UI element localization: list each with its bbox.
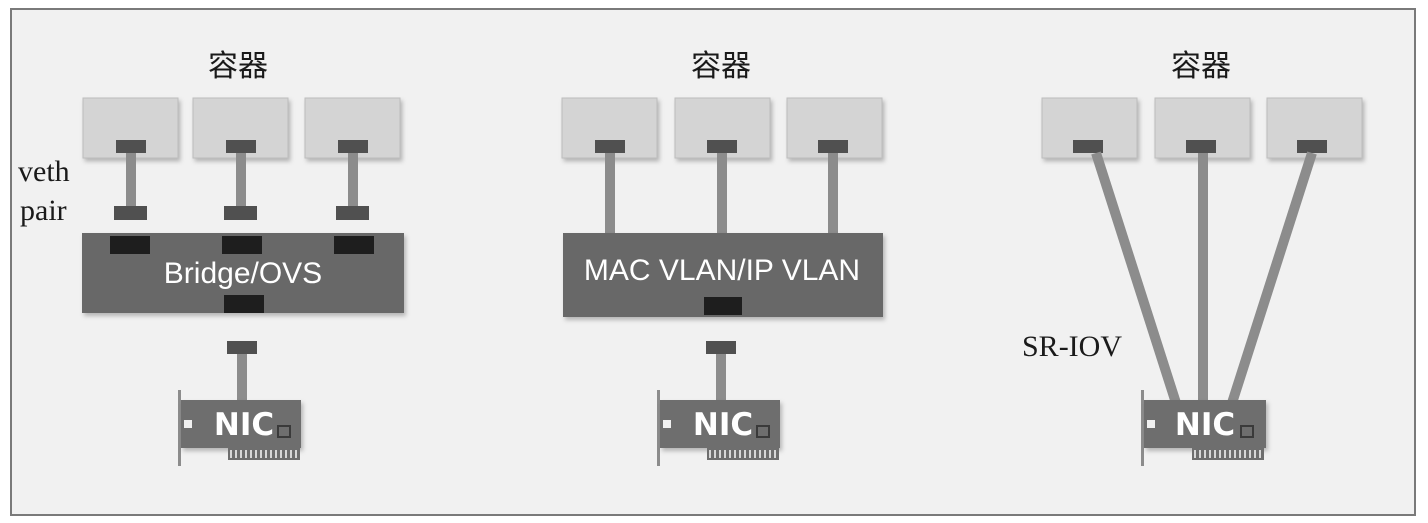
- container-port: [116, 140, 146, 153]
- container-port: [1297, 140, 1327, 153]
- sriov-link: [1227, 151, 1317, 405]
- macvlan-link: [605, 153, 615, 233]
- nic-card: NIC: [178, 390, 301, 466]
- container-label: 容器: [208, 49, 268, 84]
- veth-link: [126, 153, 136, 206]
- veth-link: [236, 153, 246, 206]
- veth-link: [348, 153, 358, 206]
- macvlan-link: [828, 153, 838, 233]
- sriov-label: SR-IOV: [1022, 330, 1122, 363]
- nic-card: NIC: [1141, 390, 1266, 466]
- panel-sriov: 容器 SR-IOV NIC: [1022, 49, 1363, 466]
- container-port: [338, 140, 368, 153]
- bridge-port: [222, 236, 262, 254]
- container-label: 容器: [1171, 49, 1231, 84]
- veth-peer-port: [114, 206, 147, 220]
- macvlan-uplink-port: [704, 297, 742, 315]
- nic-label: NIC: [214, 407, 274, 443]
- bridge-port: [110, 236, 150, 254]
- container-box: [192, 97, 289, 159]
- nic-label: NIC: [693, 407, 753, 443]
- veth-label: pair: [20, 194, 67, 227]
- veth-peer-port: [336, 206, 369, 220]
- uplink-link: [716, 354, 726, 402]
- nic-card: NIC: [657, 390, 780, 466]
- container-port: [226, 140, 256, 153]
- container-port: [595, 140, 625, 153]
- bridge-uplink-port: [224, 295, 264, 313]
- uplink-port: [706, 341, 736, 354]
- panel-macvlan: 容器 MAC VLAN/IP VLAN NIC: [561, 49, 883, 466]
- nic-label: NIC: [1175, 407, 1235, 443]
- panel-bridge: 容器 veth pair Bridge/OVS NIC: [18, 49, 404, 466]
- macvlan-link: [717, 153, 727, 233]
- container-port: [1186, 140, 1216, 153]
- uplink-link: [237, 354, 247, 402]
- container-port: [707, 140, 737, 153]
- bridge-port: [334, 236, 374, 254]
- sriov-link: [1091, 151, 1181, 405]
- veth-label: veth: [18, 155, 70, 188]
- container-port: [818, 140, 848, 153]
- macvlan-label: MAC VLAN/IP VLAN: [584, 254, 860, 287]
- container-label: 容器: [691, 49, 751, 84]
- bridge-label: Bridge/OVS: [164, 257, 322, 290]
- uplink-port: [227, 341, 257, 354]
- veth-peer-port: [224, 206, 257, 220]
- container-port: [1073, 140, 1103, 153]
